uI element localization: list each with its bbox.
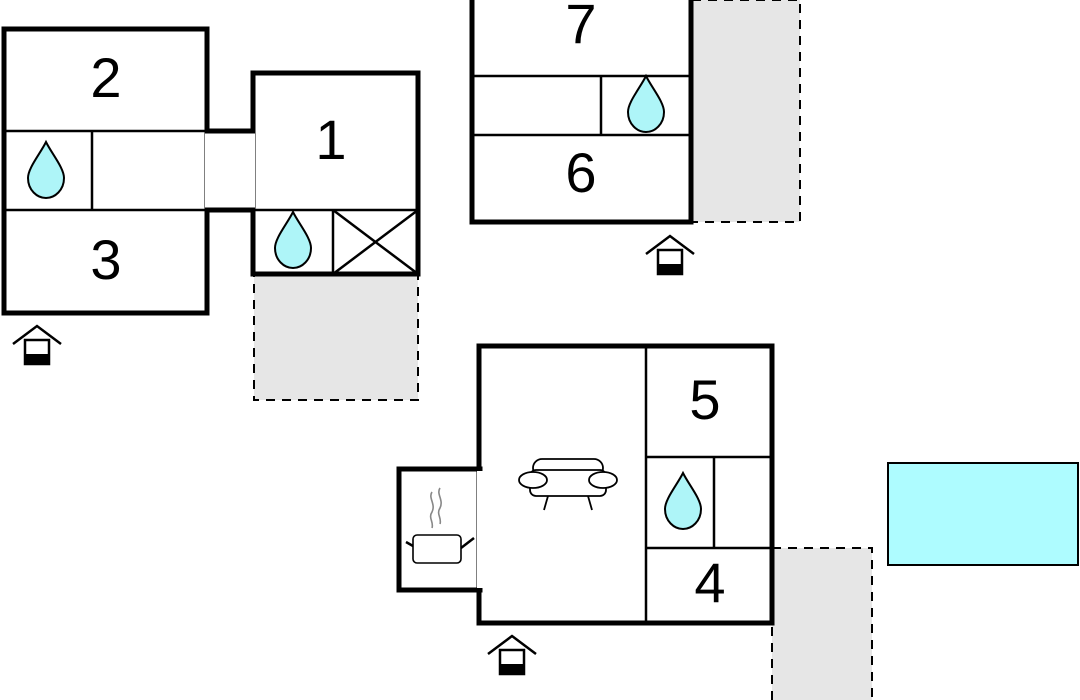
room-number-2: 2 — [90, 46, 121, 109]
house-entrance-icon — [644, 234, 696, 276]
house-entrance-icon — [11, 324, 63, 366]
water-drop-icon — [664, 472, 702, 530]
room-number-3: 3 — [90, 228, 121, 291]
room-number-1: 1 — [315, 108, 346, 171]
building-c: 5 4 — [396, 343, 775, 626]
cooking-pot-icon — [405, 487, 475, 564]
water-drop-icon — [274, 211, 312, 269]
terrace-building-b — [691, 0, 801, 223]
room-number-4: 4 — [694, 551, 725, 614]
terrace-building-c — [771, 547, 873, 700]
water-drop-icon — [27, 141, 65, 199]
room-number-6: 6 — [565, 141, 596, 204]
terrace-building-a — [253, 274, 419, 401]
sofa-icon — [518, 458, 618, 511]
building-b: 7 6 — [469, 0, 694, 225]
water-drop-icon — [627, 75, 665, 133]
cross-box-icon — [332, 209, 419, 275]
building-a: 2 3 1 — [1, 26, 421, 316]
room-number-7: 7 — [565, 0, 596, 55]
house-entrance-icon — [486, 634, 538, 676]
room-number-5: 5 — [689, 368, 720, 431]
swimming-pool — [887, 462, 1079, 566]
